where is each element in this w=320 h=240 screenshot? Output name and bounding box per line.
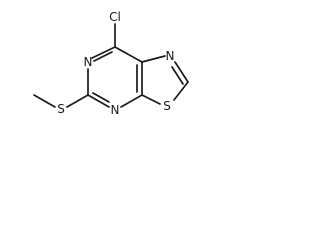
atom-label-s-ring: S [163,99,171,113]
atom-label-n-lower: N [111,103,120,117]
atom-label-s-methyl: S [57,102,65,116]
bond-n4-c3a [120,94,143,108]
atom-label-n-right: N [166,49,175,63]
bond-s-ch3 [33,94,56,108]
bond-n1-c2 [174,61,189,83]
bond-c5-n4 [87,94,110,108]
chemical-structure-diagram: Cl N N S N S [33,10,189,117]
atom-label-n-upper-left: N [84,55,93,69]
bond-s3-c3a [141,94,161,105]
bond-c7-n6-double [93,51,113,62]
bond-c5-n4-double [92,92,110,103]
atom-label-cl: Cl [109,10,121,24]
bond-n1-c2-double [171,66,184,85]
bond-c7a-n1 [141,55,166,63]
bond-c5-s [66,94,89,108]
bond-c7a-c7 [114,46,143,63]
bond-c2-s3 [173,81,189,101]
structure-canvas: Cl N N S N S [0,0,208,138]
bond-c7-n6 [91,46,116,59]
